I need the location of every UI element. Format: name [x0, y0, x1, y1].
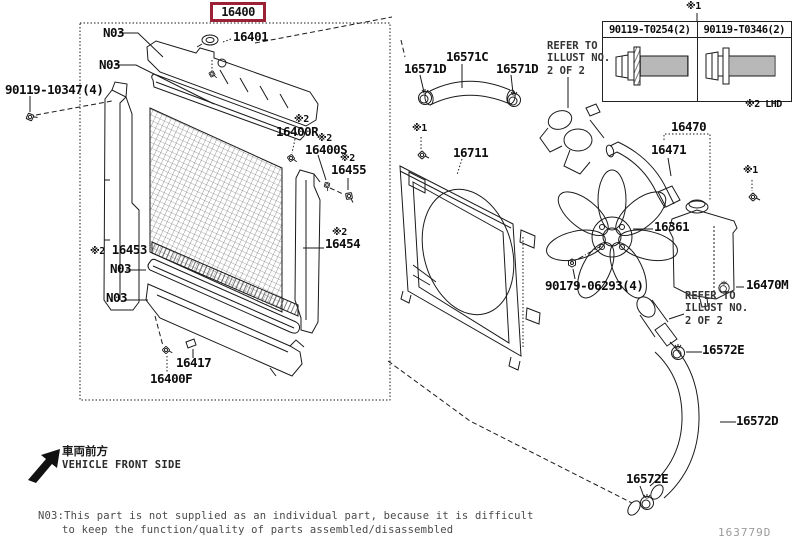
callout-16417[interactable]: 16417 — [176, 355, 212, 370]
callout-16400s[interactable]: 16400S — [305, 142, 348, 157]
callout-16400r[interactable]: 16400R — [276, 124, 319, 139]
marker-tank-bolt: ※1 — [743, 165, 758, 176]
refer-note-bottom: REFER TO ILLUST NO. 2 OF 2 — [685, 290, 749, 327]
lower-hose-drawing — [627, 296, 700, 516]
fastener-table-marker: ※1 — [686, 1, 701, 12]
callout-90119-10347[interactable]: 90119-10347(4) — [5, 82, 104, 97]
figure-page-code: 163779D — [718, 526, 772, 539]
leader-lines — [29, 13, 744, 498]
fastener-cell-1 — [603, 38, 698, 101]
marker-16400s: ※2 — [317, 133, 332, 144]
front-side-label-jp: 車両前方 — [62, 444, 108, 458]
dashed-reference-lines — [35, 16, 633, 504]
assembly-boundary-box — [79, 22, 391, 401]
callout-16361[interactable]: 16361 — [654, 219, 690, 234]
dotted-leaders — [166, 38, 753, 372]
callout-16401[interactable]: 16401 — [233, 29, 269, 44]
callout-n03-2: N03 — [99, 57, 121, 72]
front-direction-arrow — [28, 449, 60, 483]
footnote-line-2: to keep the function/quality of parts as… — [62, 524, 454, 536]
fastener-col-2[interactable]: 90119-T0346(2) — [703, 23, 785, 36]
marker-16454: ※2 — [332, 227, 347, 238]
dash-dot-line — [577, 245, 602, 260]
fastener-table: 90119-T0254(2) 90119-T0346(2) — [602, 21, 792, 102]
fastener-cell-2 — [698, 38, 792, 101]
callout-90179-06293[interactable]: 90179-06293(4) — [545, 278, 644, 293]
callout-16470m[interactable]: 16470M — [746, 277, 789, 292]
callout-16572e-1[interactable]: 16572E — [702, 342, 745, 357]
callout-16711[interactable]: 16711 — [453, 145, 489, 160]
callout-16572e-2[interactable]: 16572E — [626, 471, 669, 486]
marker-16453: ※2 — [90, 246, 105, 257]
callout-16453[interactable]: ※2 16453 — [90, 242, 147, 257]
reserve-tank-drawing — [605, 141, 738, 308]
callout-16454[interactable]: 16454 — [325, 236, 361, 251]
callout-16571d-1[interactable]: 16571D — [404, 61, 447, 76]
radiator-drawing — [103, 34, 321, 377]
selected-part-box[interactable]: 16400 — [210, 2, 266, 22]
callout-n03-4: N03 — [106, 290, 128, 305]
callout-16470[interactable]: 16470 — [671, 119, 707, 134]
footnote-line-1: N03:This part is not supplied as an indi… — [38, 510, 534, 522]
bolt-90119-10347 — [24, 110, 39, 123]
callout-16571c[interactable]: 16571C — [446, 49, 489, 64]
upper-hose-drawing — [418, 80, 605, 175]
fastener-col-1[interactable]: 90119-T0254(2) — [603, 22, 698, 37]
marker-16400r: ※2 — [294, 114, 309, 125]
callout-n03-3: N03 — [110, 261, 132, 276]
bolt-pictures — [615, 46, 776, 86]
callout-n03-1: N03 — [103, 25, 125, 40]
marker-16455: ※2 — [340, 153, 355, 164]
callout-16572d[interactable]: 16572D — [736, 413, 779, 428]
callout-16400f[interactable]: 16400F — [150, 371, 193, 386]
front-side-label-en: VEHICLE FRONT SIDE — [62, 459, 182, 471]
marker-shroud-bolt: ※1 — [412, 123, 427, 134]
callout-16571d-2[interactable]: 16571D — [496, 61, 539, 76]
refer-note-top: REFER TO ILLUST NO. 2 OF 2 — [547, 40, 611, 77]
callout-16471[interactable]: 16471 — [651, 142, 687, 157]
callout-16455[interactable]: 16455 — [331, 162, 367, 177]
fan-shroud-drawing — [399, 165, 541, 371]
fan-drawing — [546, 169, 678, 299]
lhd-footnote: ※2 LHD — [745, 99, 782, 110]
